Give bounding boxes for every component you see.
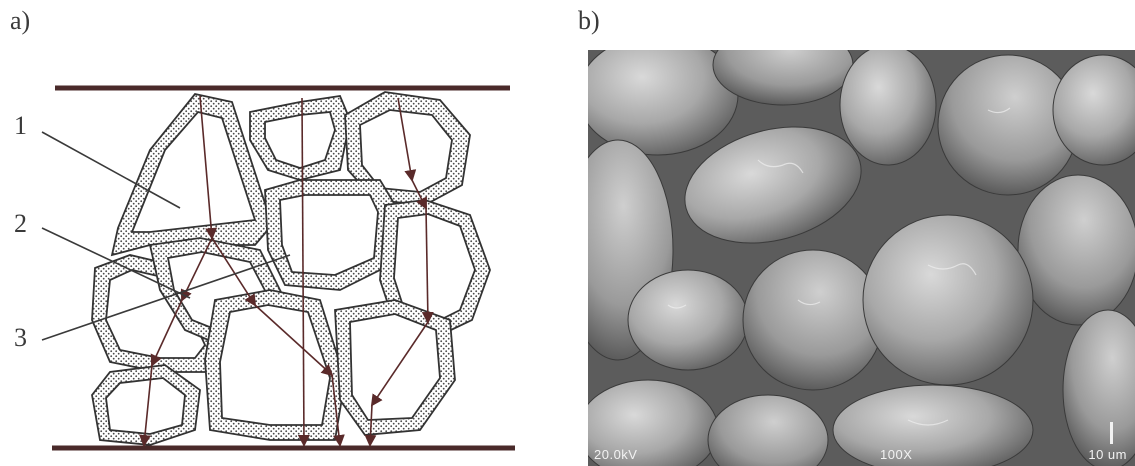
grain xyxy=(863,215,1033,385)
particle-core xyxy=(265,112,335,168)
callout-1-number: 1 xyxy=(14,111,27,140)
callout-3-number: 3 xyxy=(14,323,27,352)
grain xyxy=(628,270,748,370)
callout-2-number: 2 xyxy=(14,209,27,238)
sem-magnification-label: 100X xyxy=(880,447,912,462)
sem-micrograph: 20.0kV 100X 10 um xyxy=(588,50,1135,466)
scale-bar xyxy=(1110,422,1113,444)
panel-b-label: b) xyxy=(578,6,600,36)
particle-core xyxy=(280,195,378,275)
sem-scale-label: 10 um xyxy=(1088,447,1127,462)
particles xyxy=(92,92,490,445)
grain xyxy=(1018,175,1135,325)
particle-packing-diagram: 1 2 3 xyxy=(0,0,560,466)
sem-voltage-label: 20.0kV xyxy=(594,447,637,462)
grain xyxy=(743,250,883,390)
sem-image xyxy=(588,50,1135,466)
grain xyxy=(840,50,936,165)
